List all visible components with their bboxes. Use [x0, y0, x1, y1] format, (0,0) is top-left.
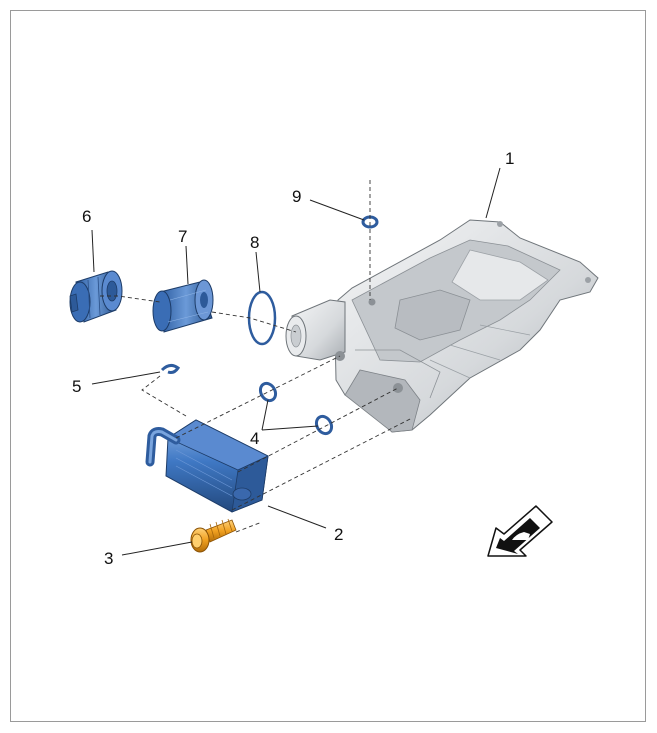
callout-3: 3	[104, 549, 113, 568]
callout-6: 6	[82, 207, 91, 226]
callout-4: 4	[250, 429, 259, 448]
seal-rings-part-4	[258, 381, 334, 436]
diagram-frame	[10, 10, 646, 722]
filter-cap-part-6	[69, 270, 123, 323]
callout-7: 7	[178, 227, 187, 246]
callout-2: 2	[334, 525, 343, 544]
clip-part-5	[160, 363, 181, 374]
callout-5: 5	[72, 377, 81, 396]
leader-lines	[91, 167, 501, 556]
callout-1: 1	[505, 149, 514, 168]
filter-element-part-7	[152, 279, 214, 333]
callout-8: 8	[250, 233, 259, 252]
bolt-part-3	[190, 518, 237, 553]
callout-9: 9	[292, 187, 301, 206]
front-direction-arrow-icon	[487, 505, 553, 557]
o-ring-part-8	[247, 290, 277, 346]
assembly-dashed-lines	[100, 180, 413, 533]
oil-pan-part-1	[285, 219, 599, 433]
oil-cooler-part-2	[145, 419, 269, 513]
